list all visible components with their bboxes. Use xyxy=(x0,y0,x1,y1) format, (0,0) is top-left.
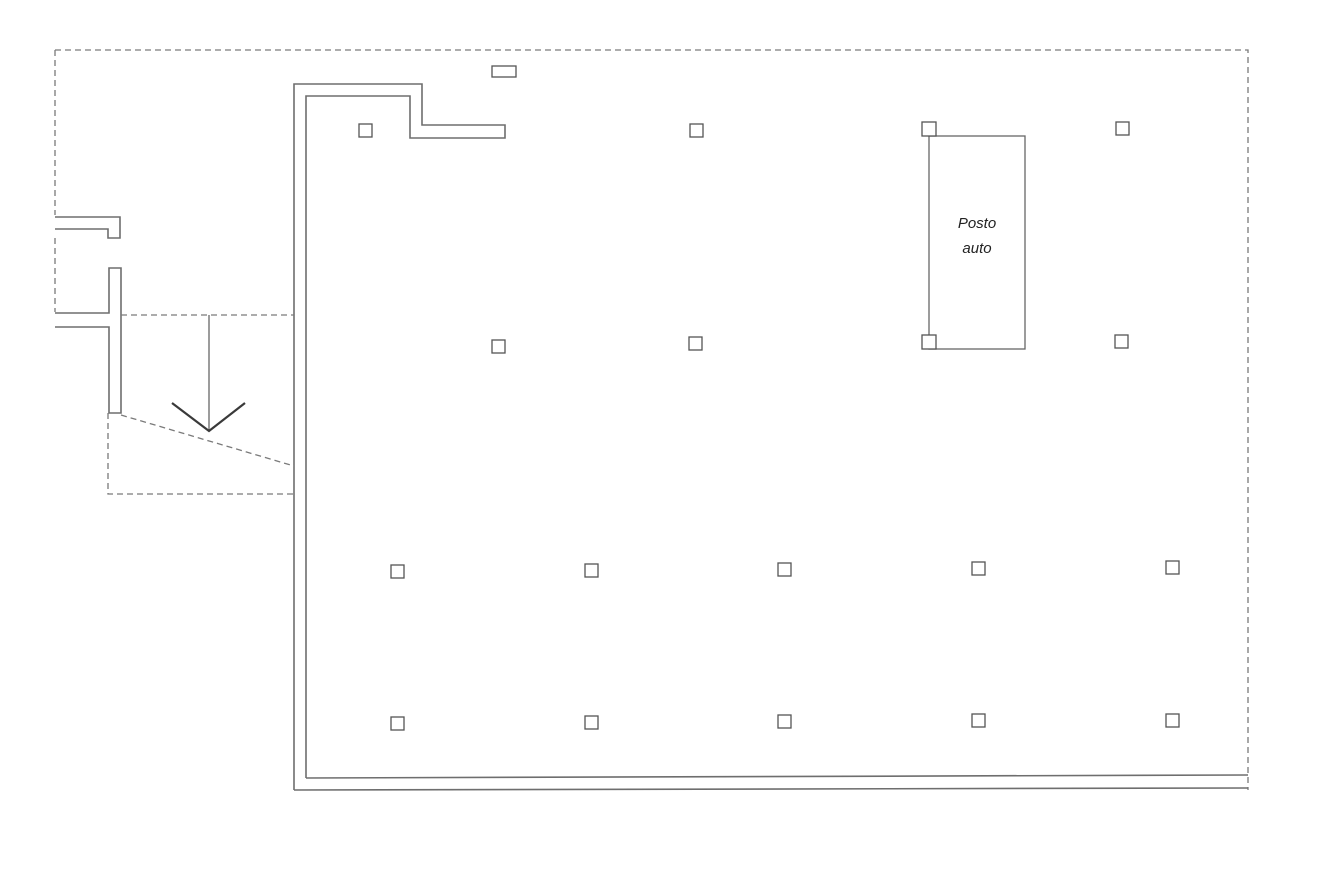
vent-opening xyxy=(491,65,517,78)
ramp-down-arrow-icon xyxy=(171,402,246,433)
pillar xyxy=(1114,334,1129,349)
pillar xyxy=(777,714,792,729)
parking-label-line2: auto xyxy=(962,240,991,257)
pillar xyxy=(584,563,599,578)
pillar xyxy=(921,121,937,137)
pillar xyxy=(971,561,986,576)
pillar xyxy=(491,339,506,354)
pillar xyxy=(688,336,703,351)
pillar xyxy=(971,713,986,728)
pillar xyxy=(390,564,405,579)
pillar xyxy=(921,334,937,350)
pillars xyxy=(358,121,1180,731)
pillar xyxy=(777,562,792,577)
parking-space: Posto auto xyxy=(928,135,1026,350)
left-walls xyxy=(55,216,122,414)
parking-label-line1: Posto xyxy=(958,215,996,232)
pillar xyxy=(1165,713,1180,728)
pillar xyxy=(358,123,373,138)
pillar xyxy=(1165,560,1180,575)
pillar xyxy=(689,123,704,138)
pillar xyxy=(584,715,599,730)
ramp xyxy=(107,314,295,495)
property-boundary xyxy=(54,49,1249,790)
pillar xyxy=(1115,121,1130,136)
pillar xyxy=(390,716,405,731)
garage-walls xyxy=(293,83,1249,791)
